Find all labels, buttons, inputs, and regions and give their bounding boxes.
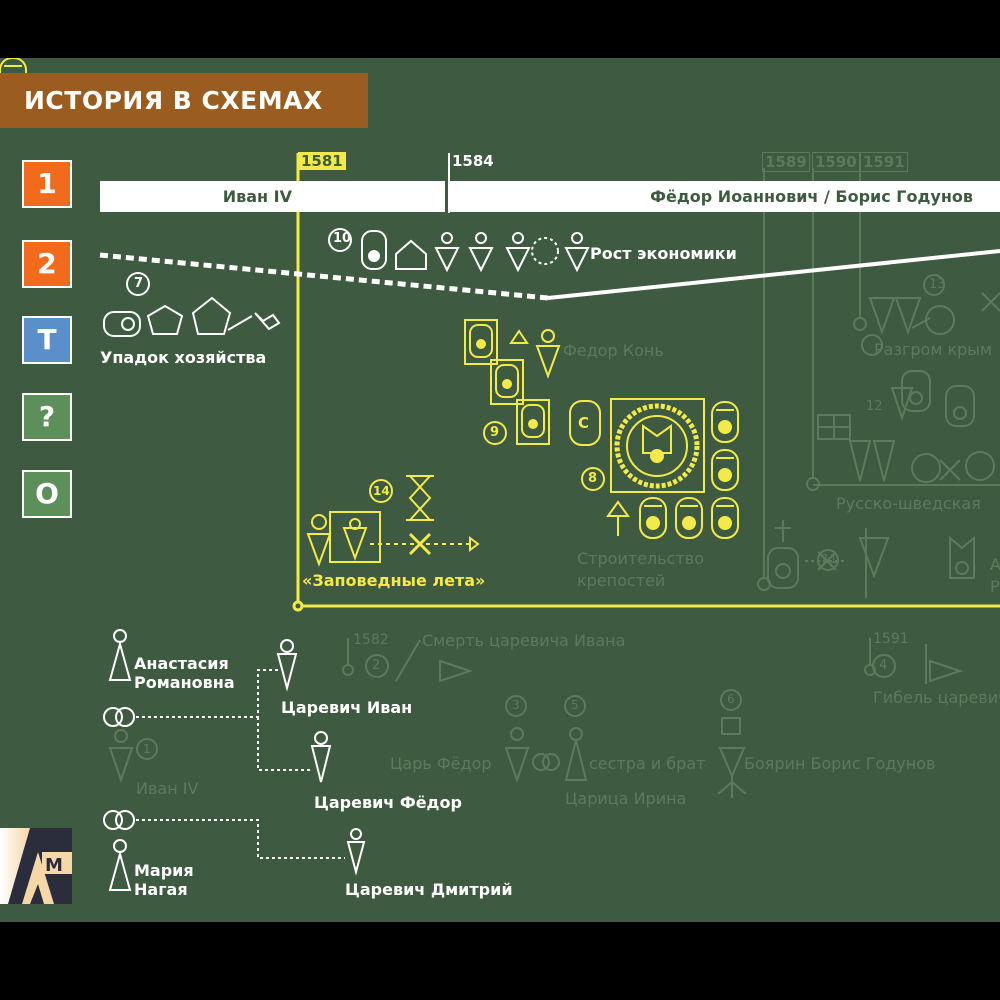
year-1581: 1581 bbox=[298, 152, 346, 170]
relation-label: сестра и брат bbox=[589, 754, 706, 773]
event-number: 10 bbox=[333, 231, 352, 246]
event-number: 14 bbox=[373, 484, 390, 498]
event-label: Русско-шведская bbox=[836, 494, 981, 513]
event-label: Р bbox=[990, 577, 1000, 596]
event-number: 8 bbox=[588, 471, 598, 486]
year-1584: 1584 bbox=[452, 152, 494, 170]
person-ivan-iv: Иван IV bbox=[136, 779, 199, 798]
event-label: Строительство крепостей bbox=[577, 549, 704, 590]
logo-mark: M bbox=[0, 828, 72, 904]
person-tsarevich-dmitry: Царевич Дмитрий bbox=[345, 880, 513, 899]
logo: M bbox=[0, 828, 72, 904]
reign-bar-fedor-boris: Фёдор Иоаннович / Борис Годунов bbox=[449, 181, 1000, 212]
event-number: 13 bbox=[929, 277, 946, 292]
event-label: Рост экономики bbox=[590, 244, 737, 263]
page-title: ИСТОРИЯ В СХЕМАХ bbox=[0, 73, 368, 128]
side-button-answer[interactable]: O bbox=[22, 470, 72, 518]
person-tsarevich-ivan: Царевич Иван bbox=[281, 698, 413, 717]
person-number: 6 bbox=[727, 692, 735, 706]
event-label: «Заповедные лета» bbox=[302, 571, 486, 590]
year-1590: 1590 bbox=[812, 152, 860, 172]
event-letter: С bbox=[578, 414, 590, 432]
growth-trend-line bbox=[547, 249, 1000, 300]
person-number: 5 bbox=[571, 698, 579, 712]
year-1589: 1589 bbox=[762, 152, 810, 172]
diagram-graphics bbox=[0, 58, 1000, 891]
family-tree bbox=[103, 629, 366, 891]
person-irina: Царица Ирина bbox=[565, 789, 687, 808]
event-number: 9 bbox=[490, 425, 500, 440]
event-label: Федор Конь bbox=[563, 341, 664, 360]
event-number: 4 bbox=[879, 658, 888, 673]
side-button-1[interactable]: 1 bbox=[22, 160, 72, 208]
event-label: А bbox=[990, 555, 1000, 574]
side-button-test[interactable]: T bbox=[22, 316, 72, 364]
event-year: 1582 bbox=[353, 632, 389, 648]
event-number: 11 bbox=[822, 552, 838, 566]
person-boris: Боярин Борис Годунов bbox=[744, 754, 936, 773]
decline-trend-line bbox=[99, 252, 549, 301]
person-anastasia: Анастасия Романовна bbox=[134, 654, 235, 692]
event-number: 2 bbox=[372, 658, 381, 673]
reign-bar-ivan: Иван IV bbox=[100, 181, 445, 212]
event-label: Смерть царевича Ивана bbox=[422, 631, 626, 650]
event-label: Гибель царевич bbox=[873, 688, 1000, 707]
event-number: 12 bbox=[866, 399, 883, 414]
year-1591: 1591 bbox=[860, 152, 908, 172]
economy-icons bbox=[103, 228, 590, 337]
faded-year-lines bbox=[342, 168, 1000, 676]
fortress-icons bbox=[0, 58, 739, 567]
person-tsarevich-fedor: Царевич Фёдор bbox=[314, 793, 462, 812]
faded-icons bbox=[108, 274, 1000, 798]
svg-text:M: M bbox=[45, 855, 63, 876]
person-number: 3 bbox=[512, 698, 520, 712]
event-number: 7 bbox=[134, 276, 144, 291]
reign-label: Иван IV bbox=[222, 187, 292, 206]
event-label: Упадок хозяйства bbox=[100, 348, 267, 367]
reign-label: Фёдор Иоаннович / Борис Годунов bbox=[650, 187, 973, 206]
person-maria: Мария Нагая bbox=[134, 861, 194, 899]
event-year: 1591 bbox=[873, 631, 909, 647]
side-button-question[interactable]: ? bbox=[22, 393, 72, 441]
side-button-2[interactable]: 2 bbox=[22, 240, 72, 288]
person-number: 1 bbox=[143, 742, 151, 756]
person-tsar-fedor: Царь Фёдор bbox=[390, 754, 492, 773]
period-1581-frame bbox=[292, 153, 1000, 612]
diagram-canvas: ИСТОРИЯ В СХЕМАХ 1 2 T ? O 1581 1584 158… bbox=[0, 58, 1000, 922]
event-label: Разгром крым bbox=[874, 340, 992, 359]
